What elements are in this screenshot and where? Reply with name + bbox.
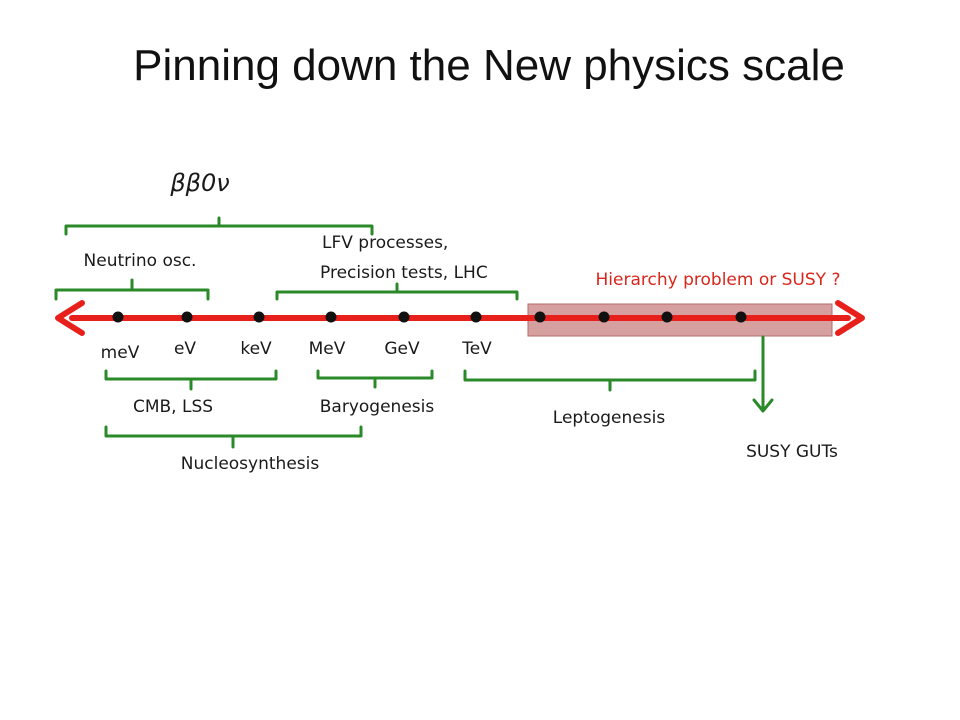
scale-dot — [534, 311, 546, 323]
tick-label-tev: TeV — [461, 339, 492, 359]
tick-label-mev: MeV — [309, 339, 346, 359]
bracket-neutrino-osc — [54, 278, 210, 301]
scale-dot — [398, 311, 410, 323]
tick-label-ev: eV — [174, 339, 196, 359]
axis-arrow-left-icon — [55, 300, 85, 336]
beta-beta-label: ββ0ν — [169, 169, 229, 197]
tick-label-gev: GeV — [384, 339, 420, 359]
axis-arrow-right-icon — [835, 300, 865, 336]
susy-guts-arrowhead-icon — [752, 398, 774, 413]
baryogenesis-label: Baryogenesis — [320, 397, 435, 417]
tick-label-kev: keV — [240, 339, 272, 359]
scale-dots — [112, 311, 747, 323]
bracket-lfv — [275, 282, 519, 301]
bracket-beta-beta — [64, 216, 374, 236]
scale-dot — [470, 311, 482, 323]
scale-dot — [598, 311, 610, 323]
neutrino-osc-label: Neutrino osc. — [84, 251, 197, 271]
scale-dot — [112, 311, 124, 323]
lfv-label-line1: LFV processes, — [322, 233, 448, 253]
nucleosynthesis-label: Nucleosynthesis — [181, 454, 320, 474]
bracket-leptogenesis — [463, 369, 757, 392]
cmb-lss-label: CMB, LSS — [133, 397, 213, 417]
page-title: Pinning down the New physics scale — [133, 41, 845, 90]
hierarchy-label: Hierarchy problem or SUSY ? — [596, 270, 841, 290]
lfv-label-line2: Precision tests, LHC — [320, 263, 488, 283]
scale-dot — [735, 311, 747, 323]
tick-label-mev-milli: meV — [101, 343, 140, 363]
scale-dot — [325, 311, 337, 323]
bracket-cmb-lss — [104, 369, 278, 391]
scale-dot — [253, 311, 265, 323]
leptogenesis-label: Leptogenesis — [553, 408, 666, 428]
susy-guts-label: SUSY GUTs — [746, 442, 838, 462]
bracket-nucleosynthesis — [104, 425, 363, 449]
scale-dot — [661, 311, 673, 323]
bracket-baryogenesis — [316, 369, 434, 389]
scale-dot — [181, 311, 193, 323]
